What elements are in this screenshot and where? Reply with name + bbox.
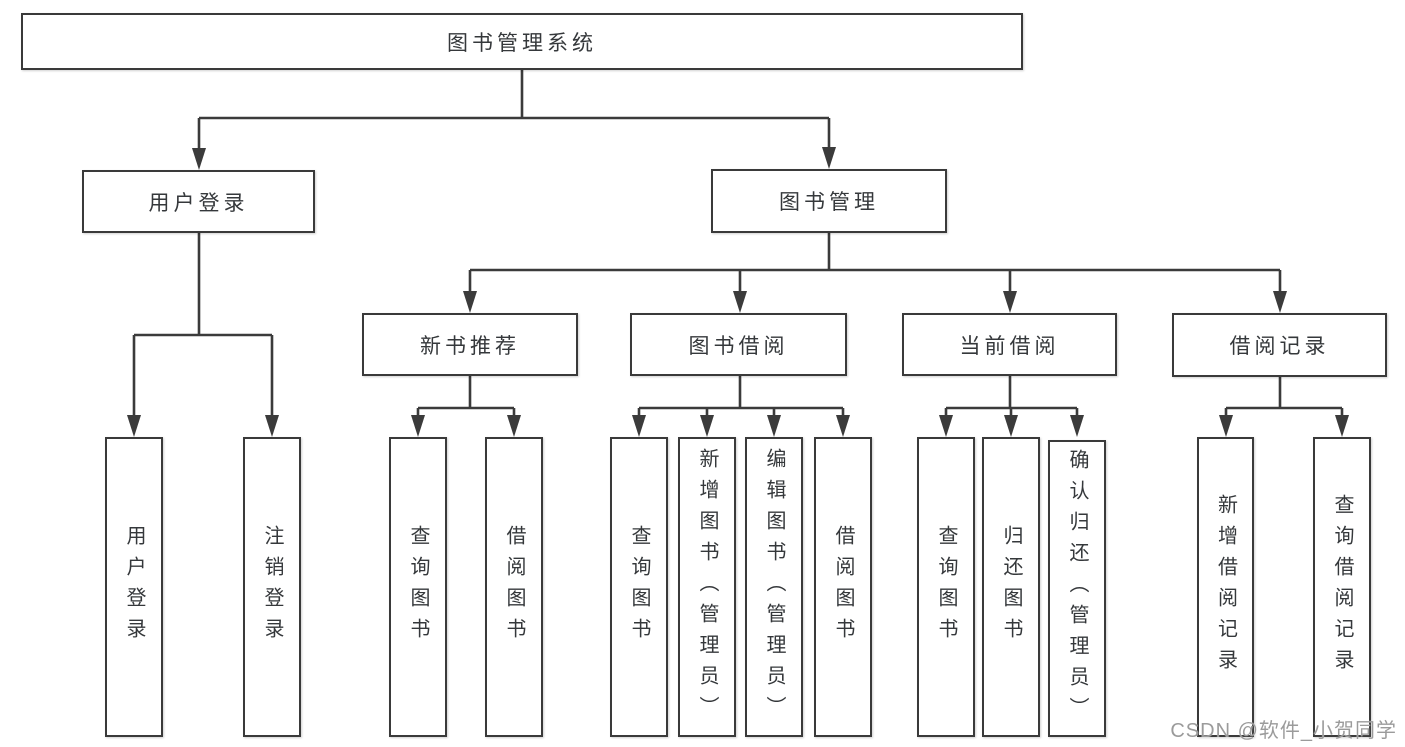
node-add-borrow-record: 新增借阅记录 (1197, 437, 1254, 737)
node-borrow-records: 借阅记录 (1172, 313, 1387, 377)
wire-book-borrow-children (632, 376, 850, 437)
node-add-book-admin: 新增图书（管理员） (678, 437, 736, 737)
node-label: 图书管理系统 (447, 31, 597, 55)
node-label: 查询图书 (407, 525, 429, 649)
node-logout: 注销登录 (243, 437, 301, 737)
node-label: 新书推荐 (420, 334, 520, 358)
node-label: 注销登录 (261, 525, 283, 649)
wire-borrow-records-children (1219, 377, 1349, 437)
watermark: CSDN @软件_小贺同学 (1170, 720, 1397, 742)
node-label: 用户登录 (123, 525, 145, 649)
node-book-management: 图书管理 (711, 169, 947, 233)
node-label: 查询图书 (935, 525, 957, 649)
node-edit-book-admin: 编辑图书（管理员） (745, 437, 803, 737)
node-library-management-system: 图书管理系统 (21, 13, 1023, 70)
node-label: 归还图书 (1000, 525, 1022, 649)
node-query-books-borrow: 查询图书 (610, 437, 668, 737)
node-user-login: 用户登录 (105, 437, 163, 737)
node-borrow-books: 借阅图书 (814, 437, 872, 737)
node-confirm-return-admin: 确认归还（管理员） (1048, 440, 1106, 737)
wire-current-borrow-children (939, 376, 1084, 437)
node-user-login-branch: 用户登录 (82, 170, 315, 233)
node-label: 用户登录 (148, 191, 249, 215)
node-query-books-current: 查询图书 (917, 437, 975, 737)
node-book-borrow: 图书借阅 (630, 313, 847, 376)
node-label: 借阅图书 (503, 525, 525, 649)
node-current-borrow: 当前借阅 (902, 313, 1117, 376)
node-label: 借阅记录 (1229, 335, 1330, 358)
node-return-books: 归还图书 (982, 437, 1040, 737)
node-label: 编辑图书（管理员） (763, 447, 785, 727)
node-label: 当前借阅 (959, 334, 1060, 358)
node-label: 新增图书（管理员） (696, 447, 718, 727)
node-borrow-books-recommend: 借阅图书 (485, 437, 543, 737)
node-label: 新增借阅记录 (1214, 494, 1237, 680)
node-label: 查询借阅记录 (1331, 494, 1353, 680)
wire-book-management-children (463, 233, 1287, 313)
node-label: 借阅图书 (832, 525, 854, 649)
node-label: 图书管理 (779, 191, 879, 214)
wire-new-book-children (411, 376, 521, 437)
wire-root-to-level2 (192, 68, 836, 170)
node-new-book-recommend: 新书推荐 (362, 313, 578, 376)
wire-user-login-children (127, 233, 279, 437)
node-query-books-recommend: 查询图书 (389, 437, 447, 737)
node-label: 确认归还（管理员） (1066, 449, 1088, 728)
node-query-borrow-record: 查询借阅记录 (1313, 437, 1371, 737)
node-label: 图书借阅 (688, 334, 789, 358)
node-label: 查询图书 (628, 525, 650, 649)
